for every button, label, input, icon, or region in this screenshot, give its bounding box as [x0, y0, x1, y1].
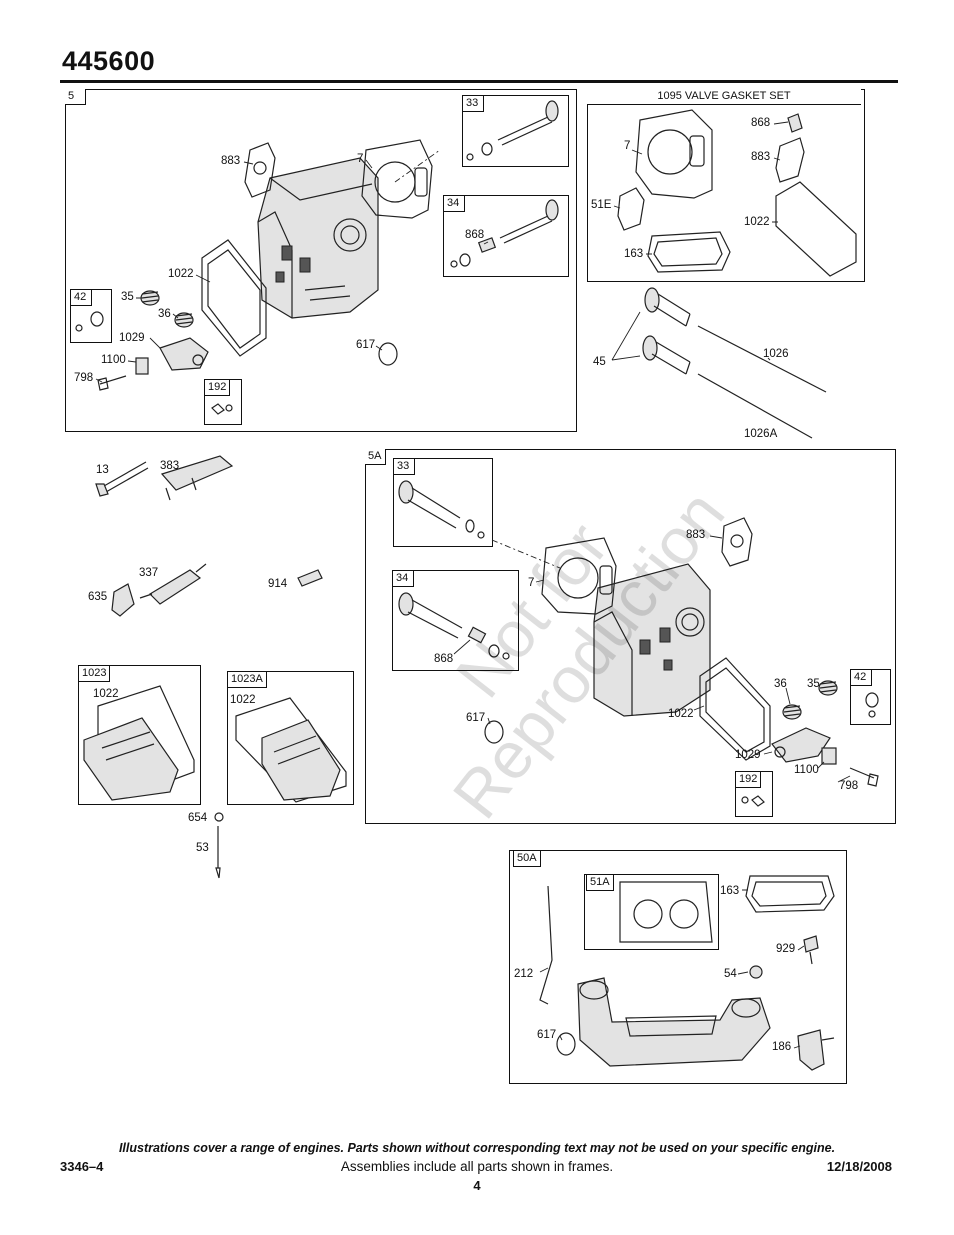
pushrod-1026 [697, 325, 827, 393]
callout-635: 635 [88, 591, 108, 603]
footer-date: 12/18/2008 [826, 1159, 892, 1174]
frame-5-42-tag: 42 [70, 289, 92, 306]
callout-35-a: 35 [121, 291, 134, 303]
callout-36-b: 36 [774, 678, 787, 690]
callout-883-b: 883 [686, 529, 706, 541]
frame-5-33 [462, 95, 569, 167]
frame-5a-tag: 5A [365, 449, 386, 465]
frame-5-192-tag: 192 [204, 379, 231, 396]
frame-5a-34-tag: 34 [392, 570, 414, 587]
callout-798-a: 798 [74, 372, 94, 384]
frame-5a-42-tag: 42 [850, 669, 872, 686]
screw-914 [297, 569, 323, 587]
callout-929-e: 929 [776, 943, 796, 955]
page-number: 4 [473, 1178, 481, 1193]
footer-disclaimer: Illustrations cover a range of engines. … [118, 1141, 836, 1155]
callout-186-e: 186 [772, 1041, 792, 1053]
callout-1022-c1: 1022 [93, 688, 119, 700]
frame-1023a-tag: 1023A [227, 671, 267, 688]
frame-5-tag: 5 [65, 89, 86, 105]
callout-35-b: 35 [807, 678, 820, 690]
callout-654: 654 [188, 812, 208, 824]
frame-1023-tag: 1023 [78, 665, 111, 682]
frame-5a-192-tag: 192 [735, 771, 762, 788]
page-title: 445600 [62, 46, 156, 76]
nut-654 [214, 812, 224, 822]
callout-337: 337 [139, 567, 159, 579]
callout-1029-b: 1029 [735, 749, 761, 761]
callout-53: 53 [196, 842, 209, 854]
callout-883-a: 883 [221, 155, 241, 167]
callout-163-gs: 163 [624, 248, 644, 260]
frame-gasket-set-tag: 1095 VALVE GASKET SET [587, 89, 861, 105]
callout-1022-a: 1022 [168, 268, 194, 280]
callout-868-gs: 868 [751, 117, 771, 129]
frame-50a-tag: 50A [513, 850, 541, 867]
callout-1026a: 1026A [744, 428, 778, 440]
callout-883-gs: 883 [751, 151, 771, 163]
callout-1100-a: 1100 [101, 354, 126, 366]
callout-54-e: 54 [724, 968, 737, 980]
frame-5a-33-tag: 33 [393, 458, 415, 475]
callout-7-a: 7 [357, 153, 364, 165]
callout-868-b: 868 [434, 653, 454, 665]
callout-7-b: 7 [528, 577, 535, 589]
callout-1022-gs: 1022 [744, 216, 770, 228]
callout-1029-a: 1029 [119, 332, 145, 344]
dipstick-53 [215, 826, 221, 879]
callout-1026: 1026 [763, 348, 789, 360]
frame-5a [365, 449, 896, 824]
callout-45: 45 [593, 356, 606, 368]
callout-36-a: 36 [158, 308, 171, 320]
callout-868-a: 868 [465, 229, 485, 241]
callout-51e-gs: 51E [591, 199, 612, 211]
callout-1022-b: 1022 [668, 708, 694, 720]
callout-13: 13 [96, 464, 109, 476]
frame-5a-33 [393, 458, 493, 547]
callout-163-e: 163 [720, 885, 740, 897]
plug-boot-635 [111, 583, 135, 617]
callout-617-b: 617 [466, 712, 486, 724]
callout-617-a: 617 [356, 339, 376, 351]
frame-5-33-tag: 33 [462, 95, 484, 112]
footer-note: Assemblies include all parts shown in fr… [340, 1159, 614, 1174]
footer-doc-code: 3346–4 [60, 1159, 104, 1174]
callout-1022-c2: 1022 [230, 694, 256, 706]
frame-1023a [227, 671, 354, 805]
callout-798-b: 798 [839, 780, 859, 792]
frame-5-34-tag: 34 [443, 195, 465, 212]
callout-1100-b: 1100 [794, 764, 819, 776]
frame-1023 [78, 665, 201, 805]
frame-51a-tag: 51A [586, 874, 614, 891]
frame-5 [65, 89, 577, 432]
frame-50a [509, 850, 847, 1084]
callout-212-e: 212 [514, 968, 534, 980]
callout-7-gs: 7 [624, 140, 631, 152]
title-rule [60, 80, 898, 83]
callout-617-e: 617 [537, 1029, 557, 1041]
callout-914: 914 [268, 578, 288, 590]
callout-383: 383 [160, 460, 180, 472]
